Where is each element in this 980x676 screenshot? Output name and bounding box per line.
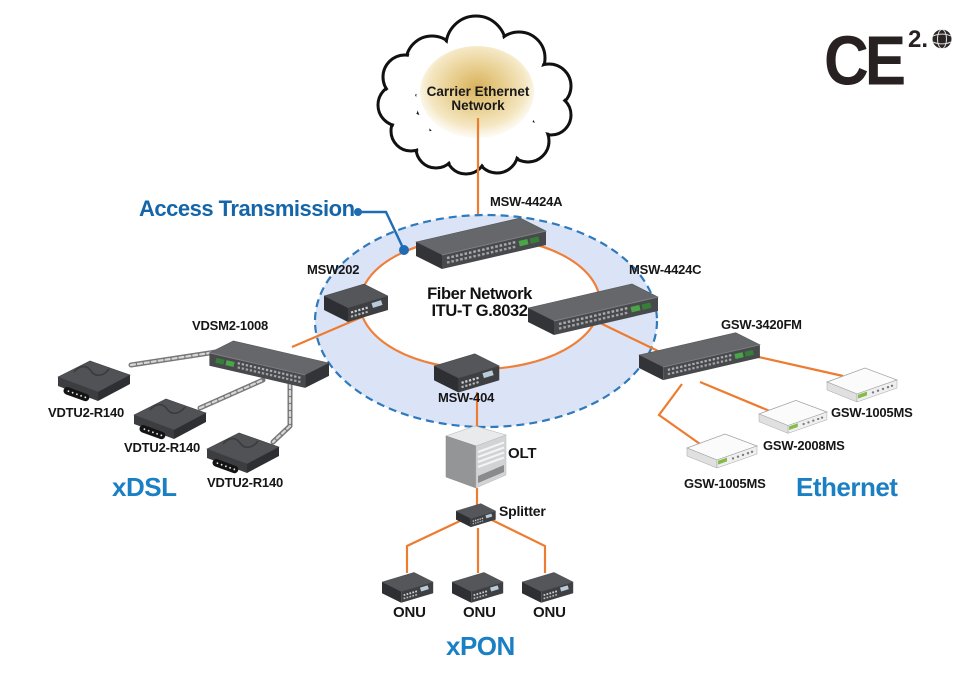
label-gsw-1005ms-a: GSW-1005MS bbox=[831, 405, 913, 420]
label-olt: OLT bbox=[508, 445, 537, 462]
xdsl-cables bbox=[128, 349, 293, 445]
link-ring-to-vdsm2 bbox=[291, 315, 363, 349]
vdtu2-r140-modem-icon-3 bbox=[206, 432, 280, 476]
ce-logo-text: CE bbox=[824, 23, 906, 101]
cloud-label: Carrier Ethernet Network bbox=[398, 85, 558, 112]
vdtu2-r140-modem-icon-2 bbox=[133, 398, 207, 442]
label-vdtu2-r140-1: VDTU2-R140 bbox=[48, 405, 125, 420]
link-gsw3420fm-to-gsw1005ms-b bbox=[657, 383, 701, 445]
label-vdtu2-r140-2: VDTU2-R140 bbox=[124, 440, 201, 455]
link-gsw3420fm-to-gsw2008ms bbox=[699, 380, 773, 414]
label-vdsm2-1008: VDSM2-1008 bbox=[192, 318, 269, 333]
gsw-1005ms-switch-icon-a bbox=[826, 367, 898, 403]
section-label-ethernet: Ethernet bbox=[796, 472, 898, 502]
label-msw-404: MSW-404 bbox=[438, 390, 495, 405]
cloud-label-line2: Network bbox=[451, 97, 505, 113]
access-transmission-pointer bbox=[354, 208, 409, 255]
gsw-1005ms-switch-icon-b bbox=[686, 433, 758, 469]
onu-icon-3 bbox=[521, 571, 575, 604]
label-gsw-1005ms-b: GSW-1005MS bbox=[684, 476, 766, 491]
label-msw-4424a: MSW-4424A bbox=[490, 194, 563, 209]
olt-chassis-icon bbox=[445, 425, 507, 489]
label-splitter: Splitter bbox=[499, 503, 546, 519]
label-onu-2: ONU bbox=[463, 604, 496, 621]
splitter-icon bbox=[455, 502, 497, 528]
section-label-xdsl: xDSL bbox=[112, 472, 177, 502]
access-transmission-label: Access Transmission bbox=[139, 196, 355, 221]
label-onu-1: ONU bbox=[393, 604, 426, 621]
ring-title-line2: ITU-T G.8032 bbox=[431, 302, 528, 320]
section-label-xpon: xPON bbox=[446, 631, 515, 661]
label-vdtu2-r140-3: VDTU2-R140 bbox=[207, 475, 284, 490]
link-gsw3420fm-to-gsw1005ms-a bbox=[753, 354, 844, 378]
link-ring-to-gsw3420fm bbox=[597, 321, 661, 353]
vdtu2-r140-modem-icon-1 bbox=[57, 360, 131, 404]
link-splitter-to-onu3 bbox=[491, 519, 547, 573]
vdsm2-1008-switch-icon bbox=[208, 339, 331, 389]
cloud-icon bbox=[376, 14, 573, 176]
label-msw202: MSW202 bbox=[307, 262, 360, 277]
fiber-links bbox=[291, 315, 844, 573]
onu-icon-2 bbox=[451, 571, 505, 604]
label-onu-3: ONU bbox=[533, 604, 566, 621]
label-gsw-2008ms: GSW-2008MS bbox=[763, 438, 845, 453]
ring-title-line1: Fiber Network bbox=[427, 285, 532, 303]
gsw-3420fm-switch-icon bbox=[637, 331, 762, 382]
globe-icon bbox=[932, 29, 952, 49]
link-splitter-to-onu1 bbox=[405, 519, 463, 573]
gsw-2008ms-switch-icon bbox=[758, 399, 828, 434]
onu-icon-1 bbox=[381, 571, 435, 604]
ce-logo-version: 2. bbox=[908, 26, 929, 53]
label-gsw-3420fm: GSW-3420FM bbox=[721, 317, 802, 332]
label-msw-4424c: MSW-4424C bbox=[629, 262, 702, 277]
cloud-label-line1: Carrier Ethernet bbox=[426, 84, 530, 99]
